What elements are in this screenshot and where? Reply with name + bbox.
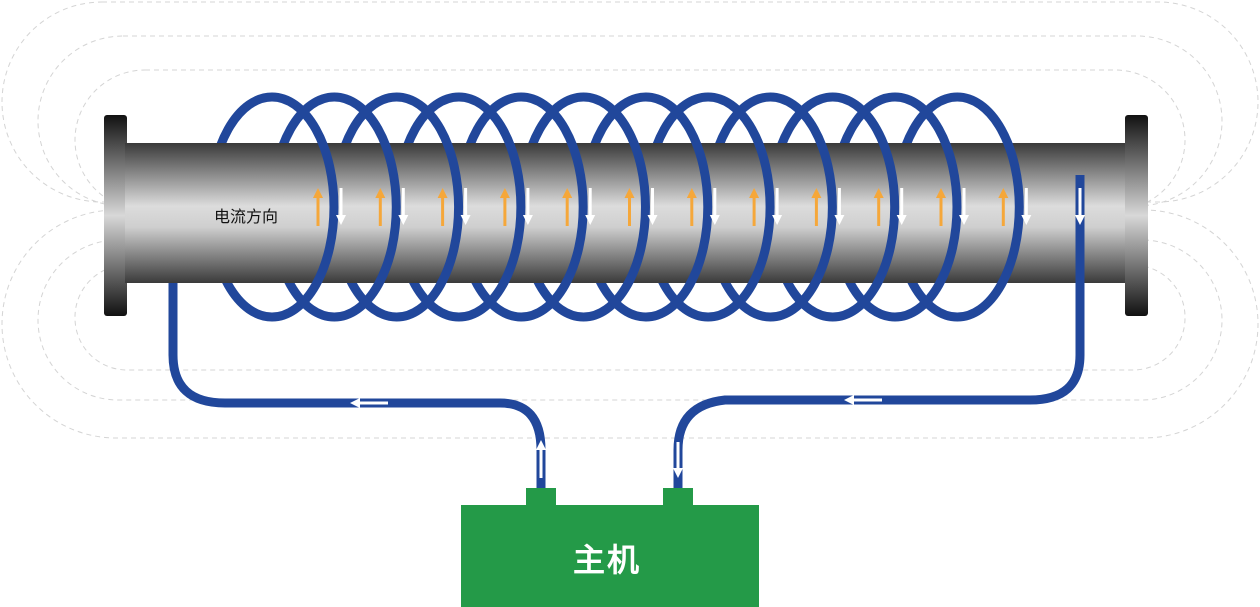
current-arrow-up bbox=[811, 188, 822, 226]
coil-front-arc bbox=[311, 143, 339, 283]
current-arrow-up bbox=[499, 188, 510, 226]
flow-arrow-down bbox=[1075, 188, 1085, 225]
flow-arrow-down bbox=[709, 188, 720, 225]
flow-arrow-down bbox=[834, 188, 845, 225]
current-arrow-up bbox=[936, 188, 946, 226]
host-label: 主机 bbox=[573, 541, 642, 579]
current-arrow-up bbox=[624, 188, 635, 226]
flow-arrow-down bbox=[398, 188, 409, 225]
coil-front-arc bbox=[436, 143, 464, 283]
flow-arrow-down bbox=[460, 188, 471, 225]
host-unit bbox=[461, 488, 759, 607]
flow-arrow-down bbox=[647, 188, 658, 225]
current-arrow-up bbox=[749, 188, 760, 226]
flow-arrow-down bbox=[772, 188, 783, 225]
current-arrow-up bbox=[375, 188, 386, 226]
flow-arrow-down bbox=[1021, 188, 1032, 225]
coil-front-arc bbox=[996, 143, 1024, 283]
current-arrow-up bbox=[437, 188, 448, 226]
coil-front-arc bbox=[747, 143, 775, 283]
coil-front-arc bbox=[685, 143, 713, 283]
coil-front-arc bbox=[373, 143, 401, 283]
right-flange bbox=[1125, 115, 1148, 316]
coil-front-arc bbox=[560, 143, 588, 283]
coil-front-arc bbox=[623, 143, 650, 283]
coil-front-arc bbox=[810, 143, 837, 283]
left-lead-wire bbox=[168, 283, 546, 490]
current-arrow-up bbox=[562, 188, 573, 226]
flow-arrow-down bbox=[959, 188, 969, 225]
current-arrow-up bbox=[313, 188, 323, 226]
current-direction-label: 电流方向 bbox=[214, 207, 279, 226]
current-arrow-up bbox=[998, 188, 1009, 226]
flow-arrow-down bbox=[585, 188, 596, 225]
left-flange bbox=[104, 115, 127, 316]
coil-front-arc bbox=[872, 143, 900, 283]
flow-arrow-down bbox=[896, 188, 907, 225]
coil-front-arc bbox=[934, 143, 962, 283]
flow-arrow-down bbox=[522, 188, 533, 225]
coil-front bbox=[311, 143, 1024, 283]
wire-arrows bbox=[350, 395, 882, 478]
current-arrow-up bbox=[686, 188, 697, 226]
flow-arrow-down bbox=[336, 188, 346, 225]
coil-front-arc bbox=[498, 143, 526, 283]
current-arrow-up bbox=[873, 188, 884, 226]
